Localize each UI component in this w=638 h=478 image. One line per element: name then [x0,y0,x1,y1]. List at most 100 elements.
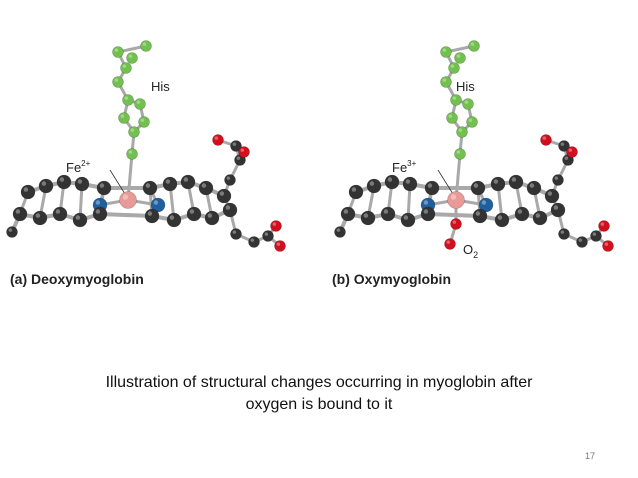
carbon-atom [340,206,356,222]
histidine-atom-highlight [456,150,461,154]
carbon-atom-highlight [165,179,171,184]
histidine-atom-highlight [120,114,125,118]
oxygen-atom-highlight [604,242,609,246]
carbon-atom [12,206,28,222]
carbon-atom [532,210,548,226]
oxygen-atom-highlight [214,136,219,140]
histidine-atom-highlight [456,54,461,58]
carbon-atom [144,208,160,224]
carbon-atom-highlight [8,228,13,232]
oxygen-atom [212,134,224,146]
iron-pointer [109,169,126,195]
carbon-atom-highlight [226,176,231,180]
carbon-atom [550,202,566,218]
carbon-atom [142,180,158,196]
carbon-atom-highlight [236,156,241,160]
oxygen-atom [540,134,552,146]
carbon-atom-highlight [201,183,207,188]
carbon-atom [52,206,68,222]
caption-line-1: Illustration of structural changes occur… [105,374,533,391]
carbon-atom-highlight [473,183,479,188]
carbon-atom [6,226,18,238]
carbon-atom-highlight [403,215,409,220]
carbon-atom-highlight [336,228,341,232]
carbon-atom-highlight [592,232,597,236]
carbon-atom-highlight [264,232,269,236]
histidine-atom [112,46,124,58]
carbon-atom [56,174,72,190]
histidine-atom [128,126,140,138]
nitrogen-atom-highlight [423,200,429,205]
oxygen-atom-highlight [542,136,547,140]
carbon-atom-highlight [99,183,105,188]
nitrogen-atom-highlight [95,200,101,205]
carbon-atom-highlight [554,176,559,180]
histidine-atom [138,116,150,128]
carbon-atom [186,206,202,222]
carbon-atom [590,230,602,242]
histidine-atom [118,112,130,124]
carbon-atom [494,212,510,228]
carbon-atom-highlight [564,156,569,160]
carbon-atom [576,236,588,248]
carbon-atom-highlight [55,209,61,214]
oxygen-atom [566,146,578,158]
carbon-atom [526,180,542,196]
carbon-atom-highlight [423,209,429,214]
oxygen-atom [602,240,614,252]
carbon-atom-highlight [35,213,41,218]
carbon-atom-highlight [23,187,29,192]
histidine-atom-highlight [130,128,135,132]
iron-atom-highlight [450,194,457,200]
carbon-atom [514,206,530,222]
carbon-atom-highlight [145,183,151,188]
oxygen-atom-highlight [276,242,281,246]
carbon-atom-highlight [493,179,499,184]
carbon-atom-highlight [183,177,189,182]
histidine-atom [450,94,462,106]
deoxymyoglobin-panel [6,40,286,252]
panel-a-label: (a) Deoxymyoglobin [10,271,144,287]
carbon-atom-highlight [497,215,503,220]
carbon-atom [348,184,364,200]
histidine-atom-highlight [128,150,133,154]
carbon-atom-highlight [363,213,369,218]
carbon-atom [490,176,506,192]
carbon-atom [544,188,560,204]
bond [426,212,482,218]
carbon-atom-highlight [59,177,65,182]
carbon-atom-highlight [41,181,47,186]
histidine-atom-highlight [136,100,141,104]
histidine-atom-highlight [470,42,475,46]
page-number: 17 [585,451,596,461]
panel-b-label: (b) Oxymyoglobin [332,271,451,287]
carbon-atom [248,236,260,248]
histidine-atom-highlight [114,48,119,52]
carbon-atom [162,176,178,192]
carbon-atom [180,174,196,190]
iron-atom-highlight [122,194,129,200]
carbon-atom [472,208,488,224]
carbon-atom-highlight [169,215,175,220]
histidine-atom-highlight [122,64,127,68]
histidine-atom [456,126,468,138]
oxygen-atom-highlight [568,148,573,152]
carbon-atom [424,180,440,196]
carbon-atom [508,174,524,190]
panel-a-iron-label: Fe2+ [66,159,91,175]
carbon-atom [224,174,236,186]
carbon-atom [380,206,396,222]
histidine-atom-highlight [452,96,457,100]
carbon-atom [384,174,400,190]
carbon-atom-highlight [553,205,559,210]
oxygen-atom [598,220,610,232]
carbon-atom-highlight [351,187,357,192]
oxygen-atom [274,240,286,252]
histidine-atom-highlight [448,114,453,118]
oxygen-atom-highlight [446,240,451,244]
carbon-atom [558,140,570,152]
histidine-atom-highlight [442,48,447,52]
histidine-atom-highlight [450,64,455,68]
carbon-atom [420,206,436,222]
